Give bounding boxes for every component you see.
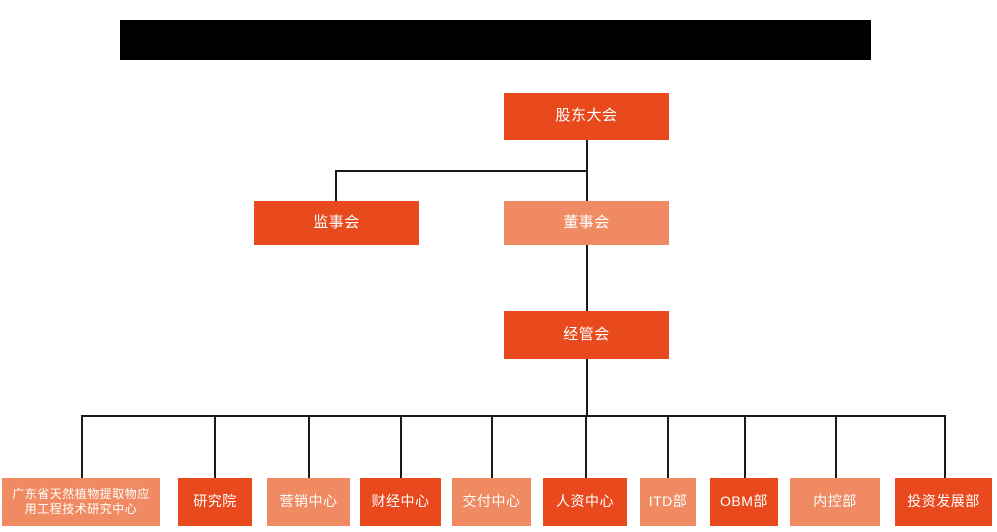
connector-drop-dept-8 xyxy=(744,415,746,478)
node-department-research-institute[interactable]: 研究院 xyxy=(178,478,252,526)
department-label-multiline: 广东省天然植物提取物应 用工程技术研究中心 xyxy=(12,487,150,517)
connector-drop-dept-1 xyxy=(81,415,83,478)
node-department-natural-plant-extract-center[interactable]: 广东省天然植物提取物应 用工程技术研究中心 xyxy=(2,478,160,526)
node-department-delivery-center[interactable]: 交付中心 xyxy=(452,478,531,526)
connector-bus-level2 xyxy=(335,170,588,172)
department-label-line2: 用工程技术研究中心 xyxy=(24,502,138,516)
connector-directors-down xyxy=(586,170,588,201)
node-department-hr-center[interactable]: 人资中心 xyxy=(543,478,627,526)
connector-drop-dept-6 xyxy=(585,415,587,478)
connector-drop-dept-7 xyxy=(667,415,669,478)
node-shareholders-meeting[interactable]: 股东大会 xyxy=(504,93,669,140)
node-board-of-supervisors[interactable]: 监事会 xyxy=(254,201,419,245)
connector-shareholders-down xyxy=(586,140,588,171)
connector-management-down xyxy=(586,359,588,416)
connector-drop-dept-2 xyxy=(214,415,216,478)
connector-bus-departments xyxy=(81,415,945,417)
node-department-investment-development[interactable]: 投资发展部 xyxy=(895,478,992,526)
connector-drop-dept-9 xyxy=(835,415,837,478)
connector-drop-dept-3 xyxy=(308,415,310,478)
connector-drop-dept-4 xyxy=(400,415,402,478)
connector-drop-dept-5 xyxy=(491,415,493,478)
redacted-title-banner xyxy=(120,20,871,60)
node-department-itd[interactable]: ITD部 xyxy=(640,478,696,526)
node-management-committee[interactable]: 经管会 xyxy=(504,311,669,359)
connector-directors-to-management xyxy=(586,243,588,311)
department-label-line1: 广东省天然植物提取物应 xyxy=(12,487,150,501)
node-department-obm[interactable]: OBM部 xyxy=(710,478,778,526)
node-department-finance-center[interactable]: 财经中心 xyxy=(360,478,441,526)
connector-drop-dept-10 xyxy=(944,415,946,478)
connector-supervisors-down xyxy=(335,170,337,201)
node-department-marketing-center[interactable]: 营销中心 xyxy=(267,478,350,526)
node-board-of-directors[interactable]: 董事会 xyxy=(504,201,669,245)
node-department-internal-control[interactable]: 内控部 xyxy=(790,478,880,526)
